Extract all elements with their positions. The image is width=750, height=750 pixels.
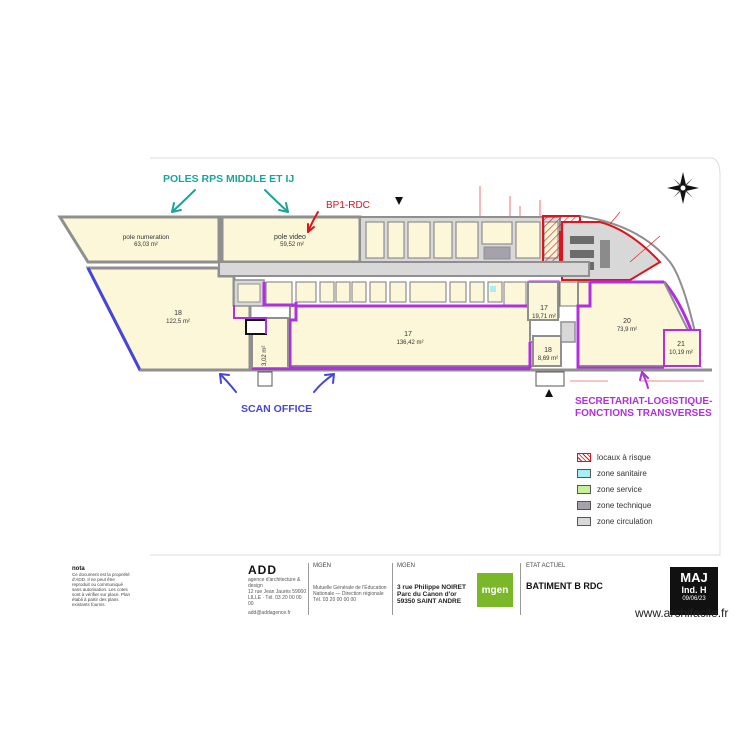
room-18-small[interactable] [532,335,562,367]
room-20-outline [576,282,664,370]
label-secretariat-2: FONCTIONS TRANSVERSES [575,408,712,419]
company-sub: agence d'architecture & design [248,577,301,589]
client-body: Mutuelle Générale de l'Éducation Nationa… [313,585,387,603]
legend-swatch-sanitaire [577,469,591,478]
label-secretariat-1: SECRETARIAT-LOGISTIQUE- [575,396,712,407]
room-label-21: 21 [677,341,685,348]
title-block-client: MGEN Mutuelle Générale de l'Éducation Na… [308,563,392,615]
legend: locaux à risque zone sanitaire zone serv… [577,450,717,530]
title-block-site: MGEN 3 rue Philippe NOIRET Parc du Canon… [392,563,520,615]
legend-swatch-risk [577,453,591,462]
nota-body: Ce document est la propriété d'ADD. Il n… [72,572,131,607]
compass-rose-icon [667,172,699,204]
legend-row-circulation: zone circulation [577,514,717,529]
room-vertical-outline [233,305,267,334]
purple-arrow [639,371,649,389]
teal-arrows [171,189,289,213]
site-header: MGEN [397,563,415,569]
room-label-18-small: 18 [544,347,552,354]
label-poles-rps: POLES RPS MIDDLE ET IJ [163,173,294,185]
corridor [218,261,590,277]
room-label-20: 20 [623,318,631,325]
revision-date: 09/06/23 [682,596,706,602]
legend-label-technique: zone technique [597,501,652,510]
revision-badge: MAJ Ind. H 09/06/23 [670,567,718,615]
room-label-17-large: 17 [404,331,412,338]
nota-block: nota Ce document est la propriété d'ADD.… [72,566,132,607]
mgen-logo: mgen [477,573,513,607]
room-pole-video[interactable] [220,215,362,264]
room-area-21: 10,19 m² [669,350,693,356]
sheet-title: BATIMENT B RDC [526,581,603,591]
revision-index: Ind. H [681,585,707,595]
title-block-state: ETAT ACTUEL BATIMENT B RDC [520,563,670,615]
middle-rooms-block [233,279,583,307]
room-vertical-top [245,319,267,335]
sheet-frame [150,157,721,556]
nota-title: nota [72,566,85,572]
label-bp1: BP1-RDC [326,200,370,211]
curved-facade [579,215,701,356]
legend-row-service: zone service [577,482,717,497]
site-address-1: 3 rue Philippe NOIRET [397,584,466,591]
wall-diagonal-blue [86,267,142,371]
room-label-pole-video: pole video [274,234,306,241]
room-label-18-large: 18 [174,310,182,317]
blue-arrows [219,373,335,393]
room-area-18-small: 8,69 m² [538,356,558,362]
legend-swatch-circulation [577,517,591,526]
legend-row-risk: locaux à risque [577,450,717,465]
client-header: MGEN [313,563,331,569]
site-address-2: Parc du Canon d'or [397,591,457,598]
legend-swatch-service [577,485,591,494]
room-17-small[interactable] [527,281,559,321]
company-address: 12 rue Jean Jaurès 59000 LILLE · Tél. 03… [248,589,307,607]
room-label-17-small: 17 [540,305,548,312]
legend-swatch-technique [577,501,591,510]
room-label-vertical: 3,02 m² [262,346,268,366]
room-area-17-small: 19,71 m² [532,314,556,320]
watermark-text: www.archifacile.fr [635,606,729,620]
revision-maj: MAJ [680,570,708,585]
room-17-large[interactable] [289,305,553,367]
room-area-pole-numeration: 63,03 m² [134,242,158,248]
red-callouts [479,186,704,382]
title-block-company: ADD agence d'architecture & design 12 ru… [248,563,308,616]
legend-label-service: zone service [597,485,642,494]
room-18-small-gray [560,321,576,343]
label-scan-office: SCAN OFFICE [241,403,312,415]
legend-row-sanitaire: zone sanitaire [577,466,717,481]
company-logo: ADD [248,563,277,577]
legend-row-technique: zone technique [577,498,717,513]
room-21[interactable] [663,329,701,367]
room-label-pole-numeration: pole numeration [123,234,170,241]
state-header: ETAT ACTUEL [526,563,566,569]
legend-label-sanitaire: zone sanitaire [597,469,647,478]
room-area-17-large: 136,42 m² [396,340,423,346]
company-email: add@addagence.fr [248,610,291,616]
legend-label-risk: locaux à risque [597,453,651,462]
entrance-markers [257,197,565,397]
legend-label-circulation: zone circulation [597,517,653,526]
room-21-outline [663,329,701,367]
room-area-20: 73,9 m² [617,327,637,333]
site-address-3: 59350 SAINT ANDRE [397,598,462,605]
title-block: ADD agence d'architecture & design 12 ru… [208,563,720,616]
top-rooms-block [359,216,561,263]
red-arrow [307,211,319,233]
room-area-18-large: 122,5 m² [166,319,190,325]
room-area-pole-video: 59,52 m² [280,242,304,248]
